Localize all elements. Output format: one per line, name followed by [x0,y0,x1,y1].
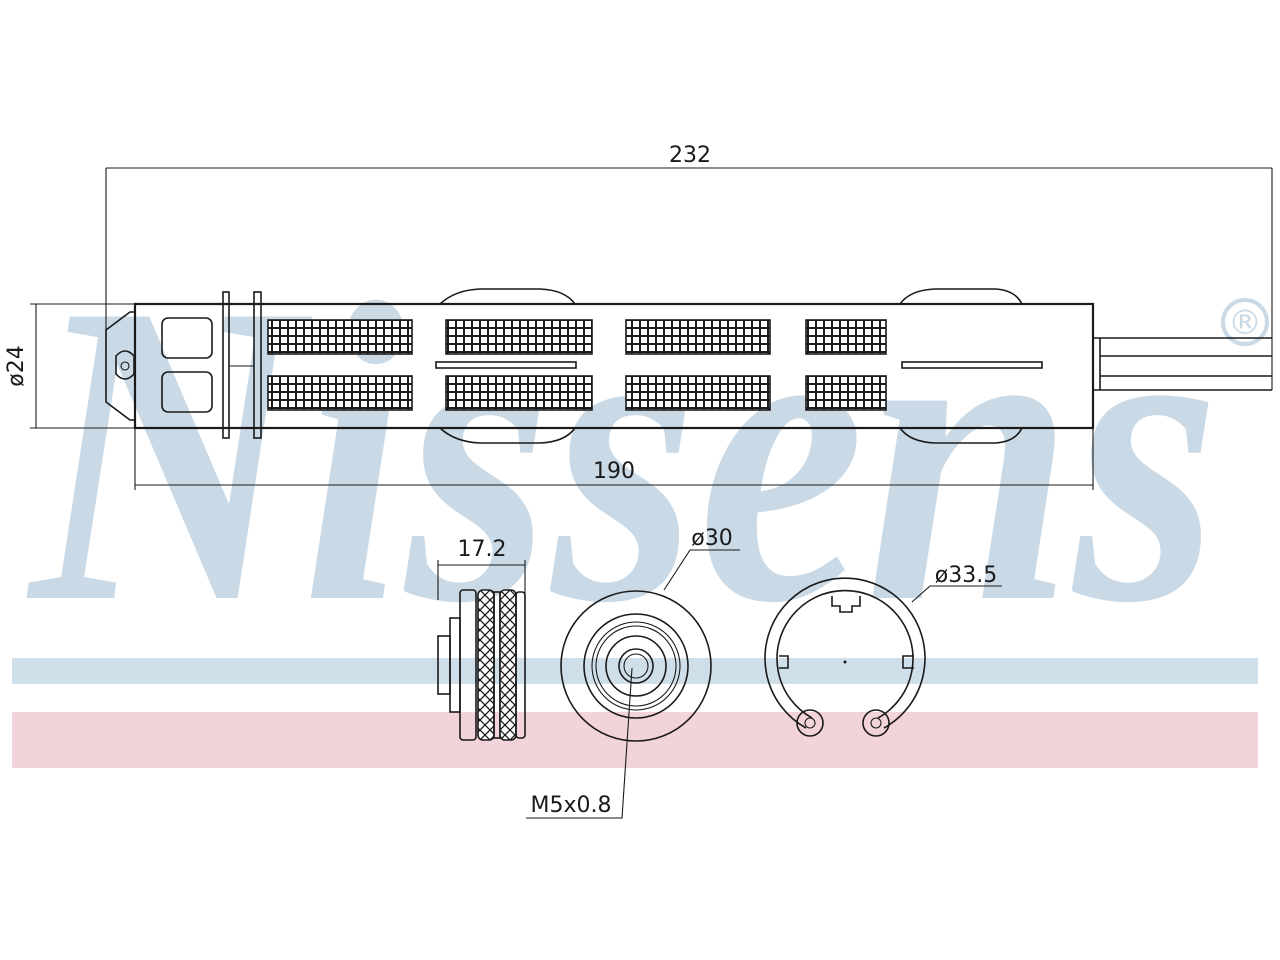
registered-mark: ® [1228,303,1262,343]
watermark-logo: Nissens [24,216,1220,692]
dim-body-diameter: ø24 [4,345,29,386]
dim-thread: M5x0.8 [531,793,612,818]
body-length-dimension: 190 [134,428,1094,490]
dim-overall-length: 232 [669,143,711,168]
overall-length-dimension: 232 [105,143,1273,390]
end-cap-front-view: ø30 M5x0.8 [526,526,740,819]
end-cap-side-view: 17.2 [437,537,526,741]
watermark: Nissens ® [12,216,1269,768]
watermark-blue-band [12,658,1258,684]
dim-cap-diameter: ø30 [691,526,732,551]
dim-cap-width: 17.2 [458,537,507,562]
body-diameter-dimension: ø24 [4,303,135,429]
watermark-red-band [12,712,1258,768]
dim-ring-diameter: ø33.5 [935,563,997,588]
dim-body-length: 190 [593,459,635,484]
drier-body [105,288,1272,444]
registered-mark-circle [1221,298,1269,346]
retaining-ring: ø33.5 [764,563,1002,737]
